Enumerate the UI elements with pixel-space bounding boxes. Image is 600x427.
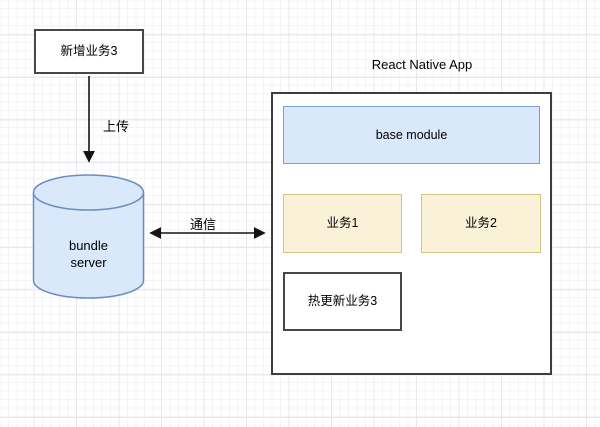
node-business2-label: 业务2 (465, 216, 497, 231)
communication-edge-label: 通信 (189, 217, 216, 232)
bundle-server-label: bundle server (48, 237, 129, 271)
node-hot-update-business3-label: 热更新业务3 (307, 294, 378, 309)
node-business1-label: 业务1 (326, 216, 359, 231)
upload-edge-label: 上传 (102, 119, 129, 134)
node-business2: 业务2 (421, 194, 541, 253)
react-native-app-title: React Native App (371, 57, 473, 72)
bundle-server-label-line1: bundle (68, 238, 109, 253)
node-base-module-label: base module (375, 127, 448, 142)
node-new-business3-label: 新增业务3 (60, 44, 118, 59)
node-base-module: base module (283, 106, 540, 164)
bundle-server-label-line2: server (70, 255, 107, 270)
node-hot-update-business3: 热更新业务3 (283, 272, 402, 331)
node-new-business3: 新增业务3 (34, 29, 144, 74)
node-business1: 业务1 (283, 194, 402, 253)
